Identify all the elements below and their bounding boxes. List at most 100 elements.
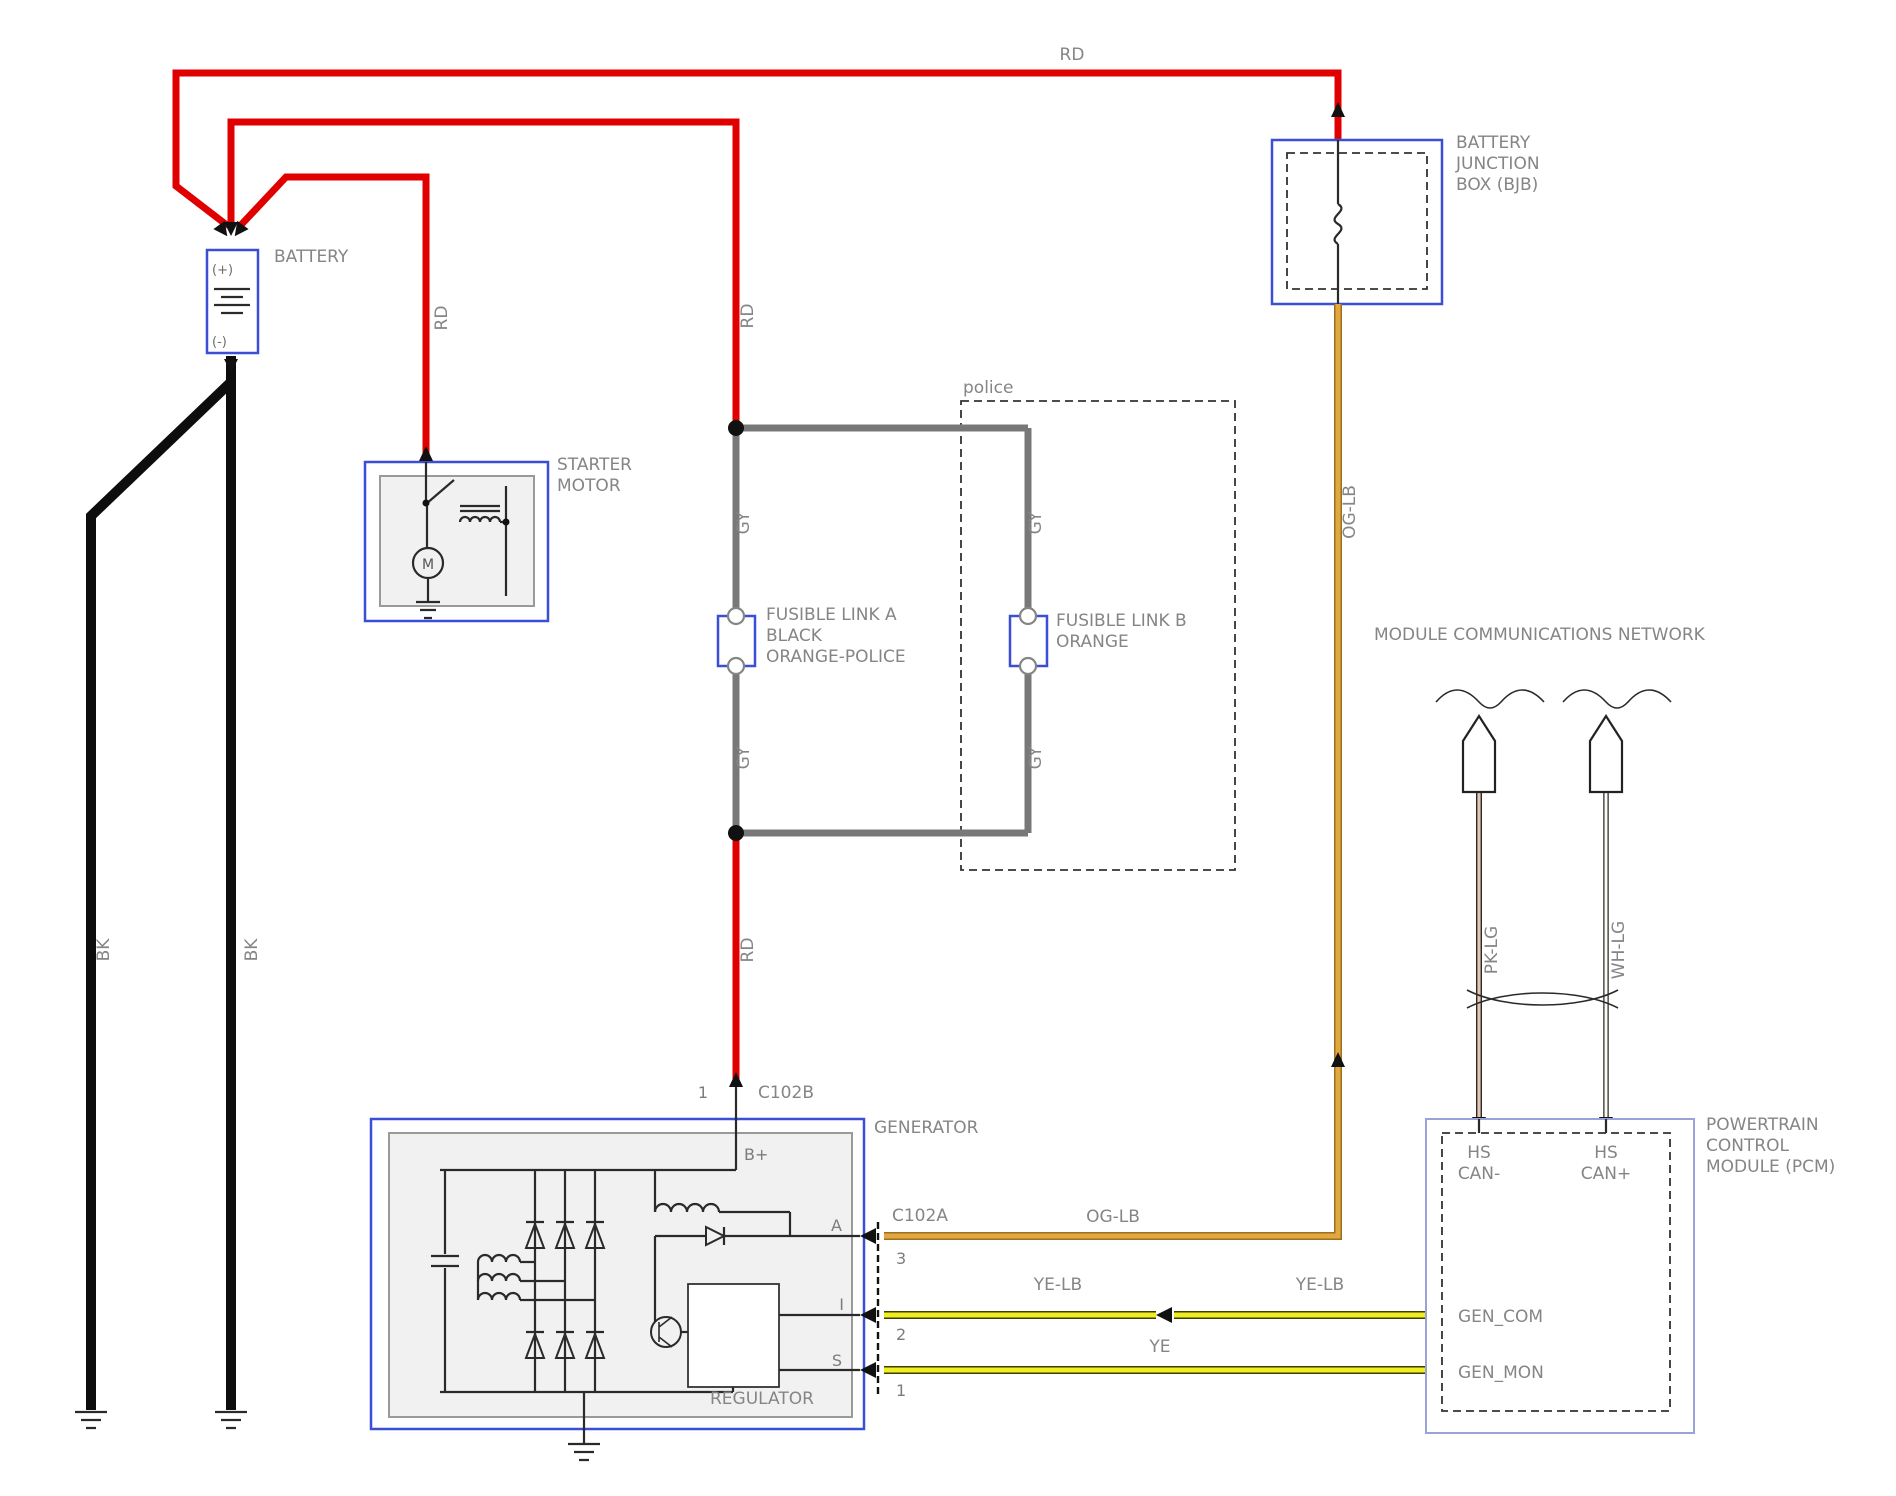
wire-label-bk-left: BK: [94, 938, 114, 962]
bjb-label-3: BOX (BJB): [1456, 175, 1538, 195]
network-connector-icon: [1461, 713, 1497, 794]
motor-circle-icon: [411, 546, 445, 580]
regulator-label: REGULATOR: [710, 1389, 814, 1409]
junction-dot-bottom: [728, 825, 744, 841]
hs-can-plus-label-2: CAN+: [1581, 1164, 1631, 1184]
wire-label-rd-upper: RD: [738, 304, 758, 329]
wire-ye-lb: [884, 1307, 1442, 1323]
wire-label-gy-4: GY: [1026, 746, 1046, 769]
fusible-a-label-1: FUSIBLE LINK A: [766, 605, 897, 625]
pcm: [1425, 1118, 1695, 1434]
c102a-pin-2-label: 2: [896, 1325, 906, 1344]
connector-ring-icon: [1018, 656, 1038, 676]
fusible-a-label-2: BLACK: [766, 626, 823, 646]
junction-dot-top: [728, 420, 744, 436]
gen-mon-label: GEN_MON: [1458, 1363, 1544, 1383]
wire-og-lb: [884, 304, 1345, 1240]
starter-motor: [363, 446, 550, 623]
c102a-pin-3-label: 3: [896, 1249, 906, 1268]
police-box: [960, 400, 1236, 871]
wire-label-rd-top: RD: [1060, 45, 1085, 65]
harness-wave-icon: [1435, 689, 1672, 709]
stator-coil-icon: [476, 1291, 522, 1301]
arrow-up-icon: [419, 446, 433, 461]
diode-icon: [524, 1331, 546, 1359]
wire-label-og-vertical: OG-LB: [1340, 485, 1360, 539]
arrow-up-icon: [1331, 102, 1345, 117]
ground-icon: [416, 600, 440, 620]
diode-icon: [584, 1331, 606, 1359]
arrow-down-icon: [224, 222, 238, 236]
capacitor-icon: [431, 1170, 459, 1392]
wire-label-rd-lower: RD: [738, 938, 758, 963]
wire-gy-loop: [728, 420, 1032, 841]
wire-label-gy-3: GY: [734, 746, 754, 769]
battery-junction-box: [1270, 102, 1444, 306]
battery-label: BATTERY: [274, 247, 349, 267]
arrow-left-icon: [860, 1228, 876, 1244]
wire-label-og-horizontal: OG-LB: [1086, 1207, 1140, 1227]
battery-plus-label: (+): [212, 263, 233, 278]
wire-rd-top: [172, 69, 1342, 229]
hs-can-plus-label-1: HS: [1594, 1143, 1618, 1163]
arrow-down-icon: [234, 220, 249, 237]
battery: [205, 220, 260, 373]
c102b-pin-1-label: 1: [698, 1083, 708, 1102]
c102b-label: C102B: [758, 1083, 814, 1103]
c102a-connector: [860, 1222, 880, 1398]
ground-icon: [568, 1442, 600, 1462]
wire-label-pk-lg: PK-LG: [1482, 926, 1502, 974]
fusible-b-label-1: FUSIBLE LINK B: [1056, 611, 1187, 631]
stator-coil-icon: [476, 1272, 522, 1282]
wire-label-ye: YE: [1148, 1337, 1170, 1357]
fusible-link-a: [716, 606, 757, 676]
starter-label-1: STARTER: [557, 455, 632, 475]
arrow-left-icon: [860, 1307, 876, 1323]
diode-icon: [584, 1221, 606, 1249]
fusible-b-label-2: ORANGE: [1056, 632, 1129, 652]
pin-s-label: S: [832, 1351, 842, 1370]
hs-can-minus-label-2: CAN-: [1458, 1164, 1500, 1184]
connector-ring-icon: [726, 606, 746, 626]
pin-a-label: A: [831, 1216, 842, 1235]
fuse-icon: [1333, 203, 1343, 245]
wire-label-rd-starter: RD: [432, 306, 452, 331]
inline-connector-icon: [1156, 1307, 1172, 1323]
wire-label-wh-lg: WH-LG: [1609, 921, 1629, 979]
generator-label: GENERATOR: [874, 1118, 979, 1138]
wire-rd-starter: [237, 173, 430, 462]
gen-com-label: GEN_COM: [1458, 1307, 1543, 1327]
police-label: police: [963, 378, 1013, 398]
arrow-down-icon: [224, 359, 238, 373]
wire-label-gy-2: GY: [1026, 511, 1046, 534]
stator-coil-icon: [476, 1253, 522, 1263]
b-plus-label: B+: [744, 1145, 768, 1164]
bjb-label-2: JUNCTION: [1455, 154, 1540, 174]
arrow-up-icon: [1331, 1052, 1345, 1067]
mcn-label: MODULE COMMUNICATIONS NETWORK: [1374, 625, 1706, 645]
field-coil-icon: [653, 1202, 721, 1213]
hs-can-minus-label-1: HS: [1467, 1143, 1491, 1163]
wire-bk-left: [75, 378, 235, 1430]
starter-label-2: MOTOR: [557, 476, 621, 496]
arrow-left-icon: [860, 1362, 876, 1378]
pcm-label-2: CONTROL: [1706, 1136, 1790, 1156]
c102a-pin-1-label: 1: [896, 1381, 906, 1400]
wire-rd-upper: [227, 118, 740, 428]
wire-label-ye-lb-right: YE-LB: [1295, 1275, 1344, 1295]
diode-icon: [554, 1331, 576, 1359]
module-comm-network: [1435, 689, 1672, 1132]
generator: [369, 1072, 866, 1462]
connector-ring-icon: [726, 656, 746, 676]
network-connector-icon: [1588, 713, 1624, 794]
wire-label-gy-1: GY: [734, 511, 754, 534]
wire-bk-right: [215, 356, 247, 1430]
pin-i-label: I: [839, 1295, 844, 1314]
wire-label-ye-lb-left: YE-LB: [1033, 1275, 1082, 1295]
arrow-up-icon: [729, 1072, 743, 1087]
pcm-label-3: MODULE (PCM): [1706, 1157, 1835, 1177]
solenoid-coil-icon: [458, 515, 502, 523]
connector-ring-icon: [1018, 606, 1038, 626]
